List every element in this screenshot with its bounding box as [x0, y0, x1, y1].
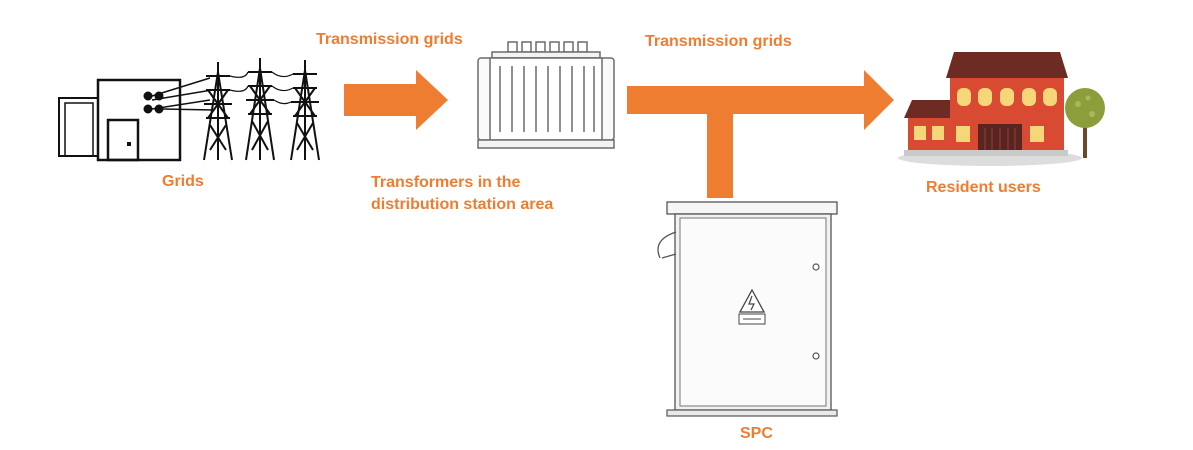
grids-label: Grids [162, 173, 204, 190]
spc-label: SPC [740, 425, 773, 442]
flow-arrow [344, 70, 448, 130]
grid-substation-icon [58, 77, 215, 162]
transformers-label: Transformers in the distribution station… [371, 172, 553, 216]
transmission-grids-label: Transmission grids [316, 31, 463, 48]
transmission-grids-label: Transmission grids [645, 33, 792, 50]
resident-users-label: Resident users [926, 179, 1041, 196]
tree-icon [1065, 88, 1105, 158]
house-icon [898, 52, 1082, 166]
spc-cabinet-icon [657, 201, 838, 417]
flow-arrow [627, 70, 894, 198]
transmission-tower-icon [203, 58, 320, 161]
transformers-label-line-1: Transformers in the [371, 174, 521, 191]
transformers-label-line-2: distribution station area [371, 196, 554, 213]
transformer-icon [477, 41, 615, 149]
